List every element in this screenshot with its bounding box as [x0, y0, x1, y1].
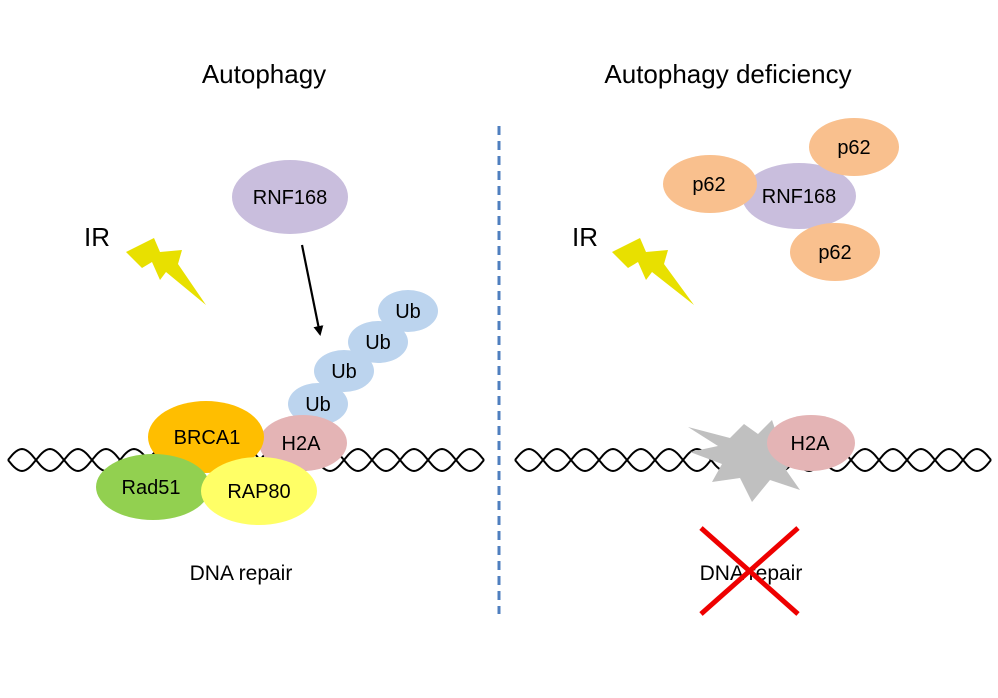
right-h2a-oval — [767, 415, 855, 471]
ub-4-label: Ub — [395, 301, 421, 323]
left-ir-label: IR — [84, 222, 110, 252]
cross-stroke-2 — [699, 526, 800, 616]
rnf168-label: RNF168 — [253, 187, 327, 209]
repair-complex: BRCA1 Rad51 RAP80 — [96, 401, 317, 525]
brca1-label: BRCA1 — [174, 427, 241, 449]
right-h2a: H2A — [767, 415, 855, 471]
rad51-oval — [96, 454, 210, 520]
rap80-label: RAP80 — [227, 481, 290, 503]
ub-2-oval — [314, 350, 374, 392]
brca1-oval — [148, 401, 264, 473]
ub-1-label: Ub — [305, 394, 331, 416]
rap80-oval — [201, 457, 317, 525]
rnf168-p62-cluster: p62 p62 p62 RNF168 — [663, 118, 899, 281]
blocked-cross-icon — [699, 526, 800, 616]
right-title: Autophagy deficiency — [604, 59, 851, 89]
left-outcome: DNA repair — [190, 562, 293, 585]
p62-left-oval — [663, 155, 757, 213]
ub-3-label: Ub — [365, 332, 391, 354]
p62-bottom-label: p62 — [818, 242, 851, 264]
recruitment-arrow — [300, 244, 324, 336]
left-title: Autophagy — [202, 59, 326, 89]
rad51-label: Rad51 — [122, 477, 181, 499]
p62-top-label: p62 — [837, 137, 870, 159]
ub-2-label: Ub — [331, 361, 357, 383]
right-lightning-icon — [612, 238, 694, 305]
right-h2a-label: H2A — [791, 433, 831, 455]
ub-4-oval — [378, 290, 438, 332]
h2a-label: H2A — [282, 433, 322, 455]
ub-3-oval — [348, 321, 408, 363]
p62-bottom-oval — [790, 223, 880, 281]
left-lightning-icon — [126, 238, 206, 305]
rnf168-oval — [232, 160, 348, 234]
h2a-oval — [259, 415, 347, 471]
right-panel: Autophagy deficiency IR p62 p62 p62 RNF1… — [514, 59, 992, 616]
right-rnf168-label: RNF168 — [762, 186, 836, 208]
ub-1-oval — [288, 383, 348, 425]
p62-left-label: p62 — [692, 174, 725, 196]
left-h2a: H2A — [259, 415, 347, 471]
left-panel: Autophagy IR RNF168 Ub Ub Ub Ub H2A — [7, 59, 485, 585]
ub-chain: Ub Ub Ub Ub — [288, 290, 438, 425]
p62-top-oval — [809, 118, 899, 176]
left-rnf168: RNF168 — [232, 160, 348, 234]
right-rnf168-oval — [742, 163, 856, 229]
right-ir-label: IR — [572, 222, 598, 252]
